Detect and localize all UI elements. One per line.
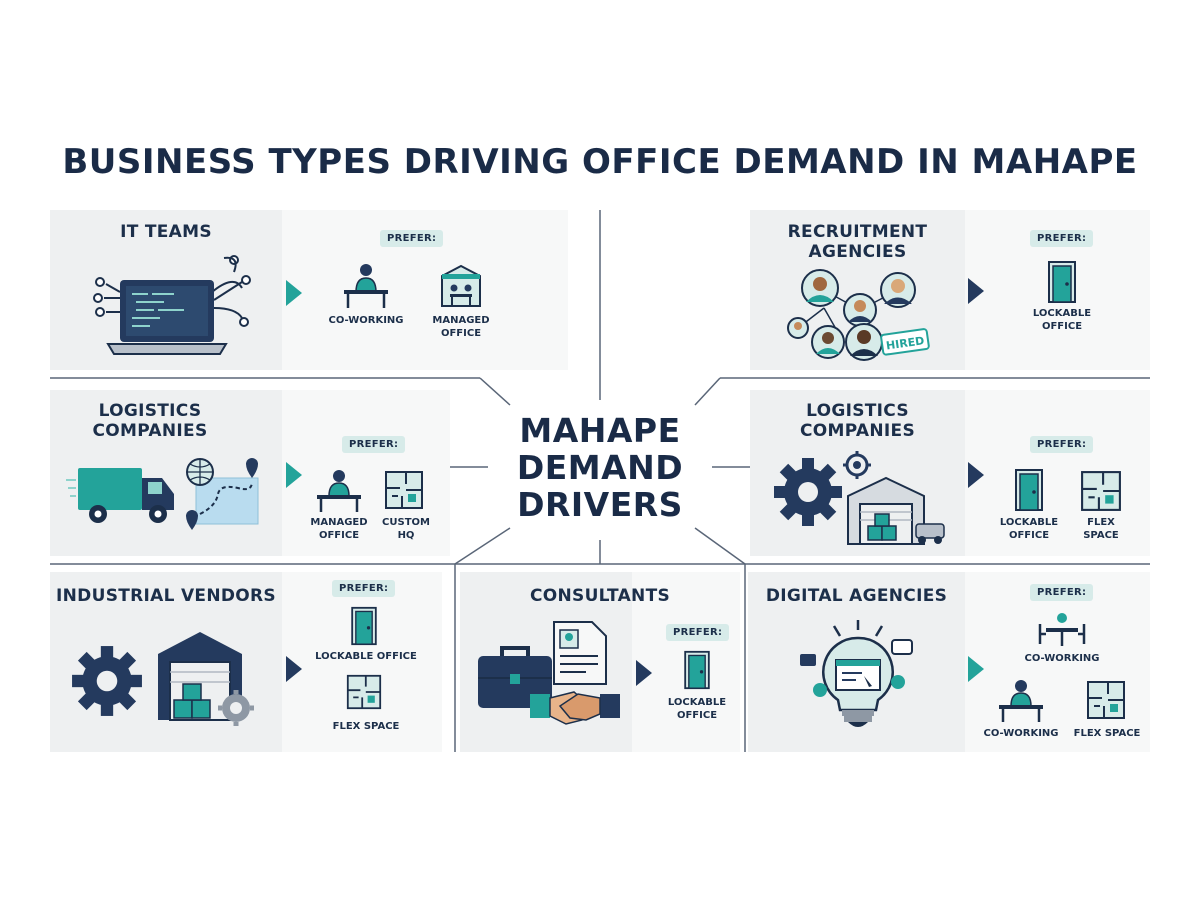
door-icon xyxy=(1048,261,1076,303)
gear-icon xyxy=(72,646,142,716)
card-logistics-left: LOGISTICS COMPANIES PREFER: MANAGED OFFI… xyxy=(50,390,450,556)
prefer-badge: PREFER: xyxy=(380,230,444,247)
prefer-badge: PREFER: xyxy=(1030,584,1094,601)
card-recruitment-title: RECRUITMENT AGENCIES xyxy=(750,222,965,262)
option-label: CO-WORKING xyxy=(983,728,1059,739)
card-consultants-title: CONSULTANTS xyxy=(529,586,671,606)
card-recruitment-title-line2: AGENCIES xyxy=(808,242,907,262)
option-label: MANAGED OFFICE xyxy=(432,315,490,339)
option-label: LOCKABLE OFFICE xyxy=(999,517,1059,541)
card-it-teams-title: IT TEAMS xyxy=(120,222,212,242)
arrow-icon xyxy=(286,656,302,682)
handshake-icon xyxy=(530,691,620,725)
prefer-badge: PREFER: xyxy=(332,580,396,597)
lightbulb-icon xyxy=(800,620,913,727)
document-icon xyxy=(553,621,607,685)
card-industrial: INDUSTRIAL VENDORS PREFER: LOCKABLE OFFI… xyxy=(50,572,442,752)
card-logistics-right-title-line2: COMPANIES xyxy=(799,421,915,441)
center-line-3: DRIVERS xyxy=(517,485,683,524)
laptop-circuit-icon xyxy=(93,255,251,355)
people-network-icon: HIRED xyxy=(787,269,930,361)
option-label: LOCKABLE OFFICE xyxy=(1032,308,1092,332)
truck-icon xyxy=(66,468,174,523)
globe-map-icon xyxy=(186,458,259,530)
option-label: CUSTOM HQ xyxy=(382,517,430,541)
desk-worker-icon xyxy=(344,264,388,308)
gear-icon xyxy=(843,451,871,479)
center-line-2: DEMAND xyxy=(516,448,684,487)
arrow-icon xyxy=(636,660,652,686)
floor-plan-icon xyxy=(1087,681,1125,719)
gear-icon xyxy=(774,458,842,526)
desk-worker-icon xyxy=(999,680,1043,722)
door-icon xyxy=(1015,469,1043,511)
center-title: MAHAPE DEMAND DRIVERS xyxy=(485,412,715,523)
door-icon xyxy=(351,606,377,646)
option-label: FLEX SPACE xyxy=(1083,517,1119,541)
card-it-teams: IT TEAMS PREFER: CO-WORKING xyxy=(50,210,568,370)
managed-office-icon xyxy=(441,264,481,307)
meeting-table-icon xyxy=(1038,613,1086,646)
card-industrial-title: INDUSTRIAL VENDORS xyxy=(56,586,276,606)
card-recruitment: RECRUITMENT AGENCIES HIRED PREFER: LOCKA… xyxy=(750,210,1150,370)
prefer-badge: PREFER: xyxy=(666,624,730,641)
card-recruitment-title-line1: RECRUITMENT xyxy=(787,222,928,242)
page-title: BUSINESS TYPES DRIVING OFFICE DEMAND IN … xyxy=(62,142,1138,182)
door-icon xyxy=(684,650,710,690)
card-logistics-left-title-line1: LOGISTICS xyxy=(98,401,202,421)
center-line-1: MAHAPE xyxy=(519,411,681,450)
floor-plan-icon xyxy=(385,471,423,509)
card-logistics-right: LOGISTICS COMPANIES PREFER: xyxy=(750,390,1150,556)
card-digital: DIGITAL AGENCIES PREFER: CO-WORKING CO-W… xyxy=(748,572,1150,752)
option-label: CO-WORKING xyxy=(1024,653,1100,664)
warehouse-icon xyxy=(847,476,945,545)
card-logistics-right-title: LOGISTICS COMPANIES xyxy=(750,401,965,441)
option-label: MANAGED OFFICE xyxy=(310,517,368,541)
arrow-icon xyxy=(968,656,984,682)
arrow-icon xyxy=(286,280,302,306)
arrow-icon xyxy=(968,278,984,304)
prefer-badge: PREFER: xyxy=(342,436,406,453)
warehouse-icon xyxy=(158,632,254,726)
prefer-badge: PREFER: xyxy=(1030,230,1094,247)
card-consultants: CONSULTANTS PREFER: LOCKABLE OFFICE xyxy=(460,572,740,752)
option-label: FLEX SPACE xyxy=(1073,728,1141,739)
card-logistics-left-title: LOGISTICS COMPANIES xyxy=(50,401,250,441)
hired-badge: HIRED xyxy=(885,334,925,352)
option-label: LOCKABLE OFFICE xyxy=(667,697,727,721)
option-label: LOCKABLE OFFICE xyxy=(315,651,417,662)
option-label: CO-WORKING xyxy=(328,315,404,326)
card-digital-right xyxy=(965,572,1150,752)
card-logistics-left-title-line2: COMPANIES xyxy=(92,421,208,441)
desk-worker-icon xyxy=(317,470,361,512)
floor-plan-icon xyxy=(1081,471,1121,511)
option-label: FLEX SPACE xyxy=(332,721,400,732)
card-logistics-right-title-line1: LOGISTICS xyxy=(806,401,909,421)
prefer-badge: PREFER: xyxy=(1030,436,1094,453)
arrow-icon xyxy=(286,462,302,488)
card-digital-title: DIGITAL AGENCIES xyxy=(765,586,948,606)
card-industrial-right xyxy=(282,572,442,752)
floor-plan-icon xyxy=(346,674,382,710)
arrow-icon xyxy=(968,462,984,488)
